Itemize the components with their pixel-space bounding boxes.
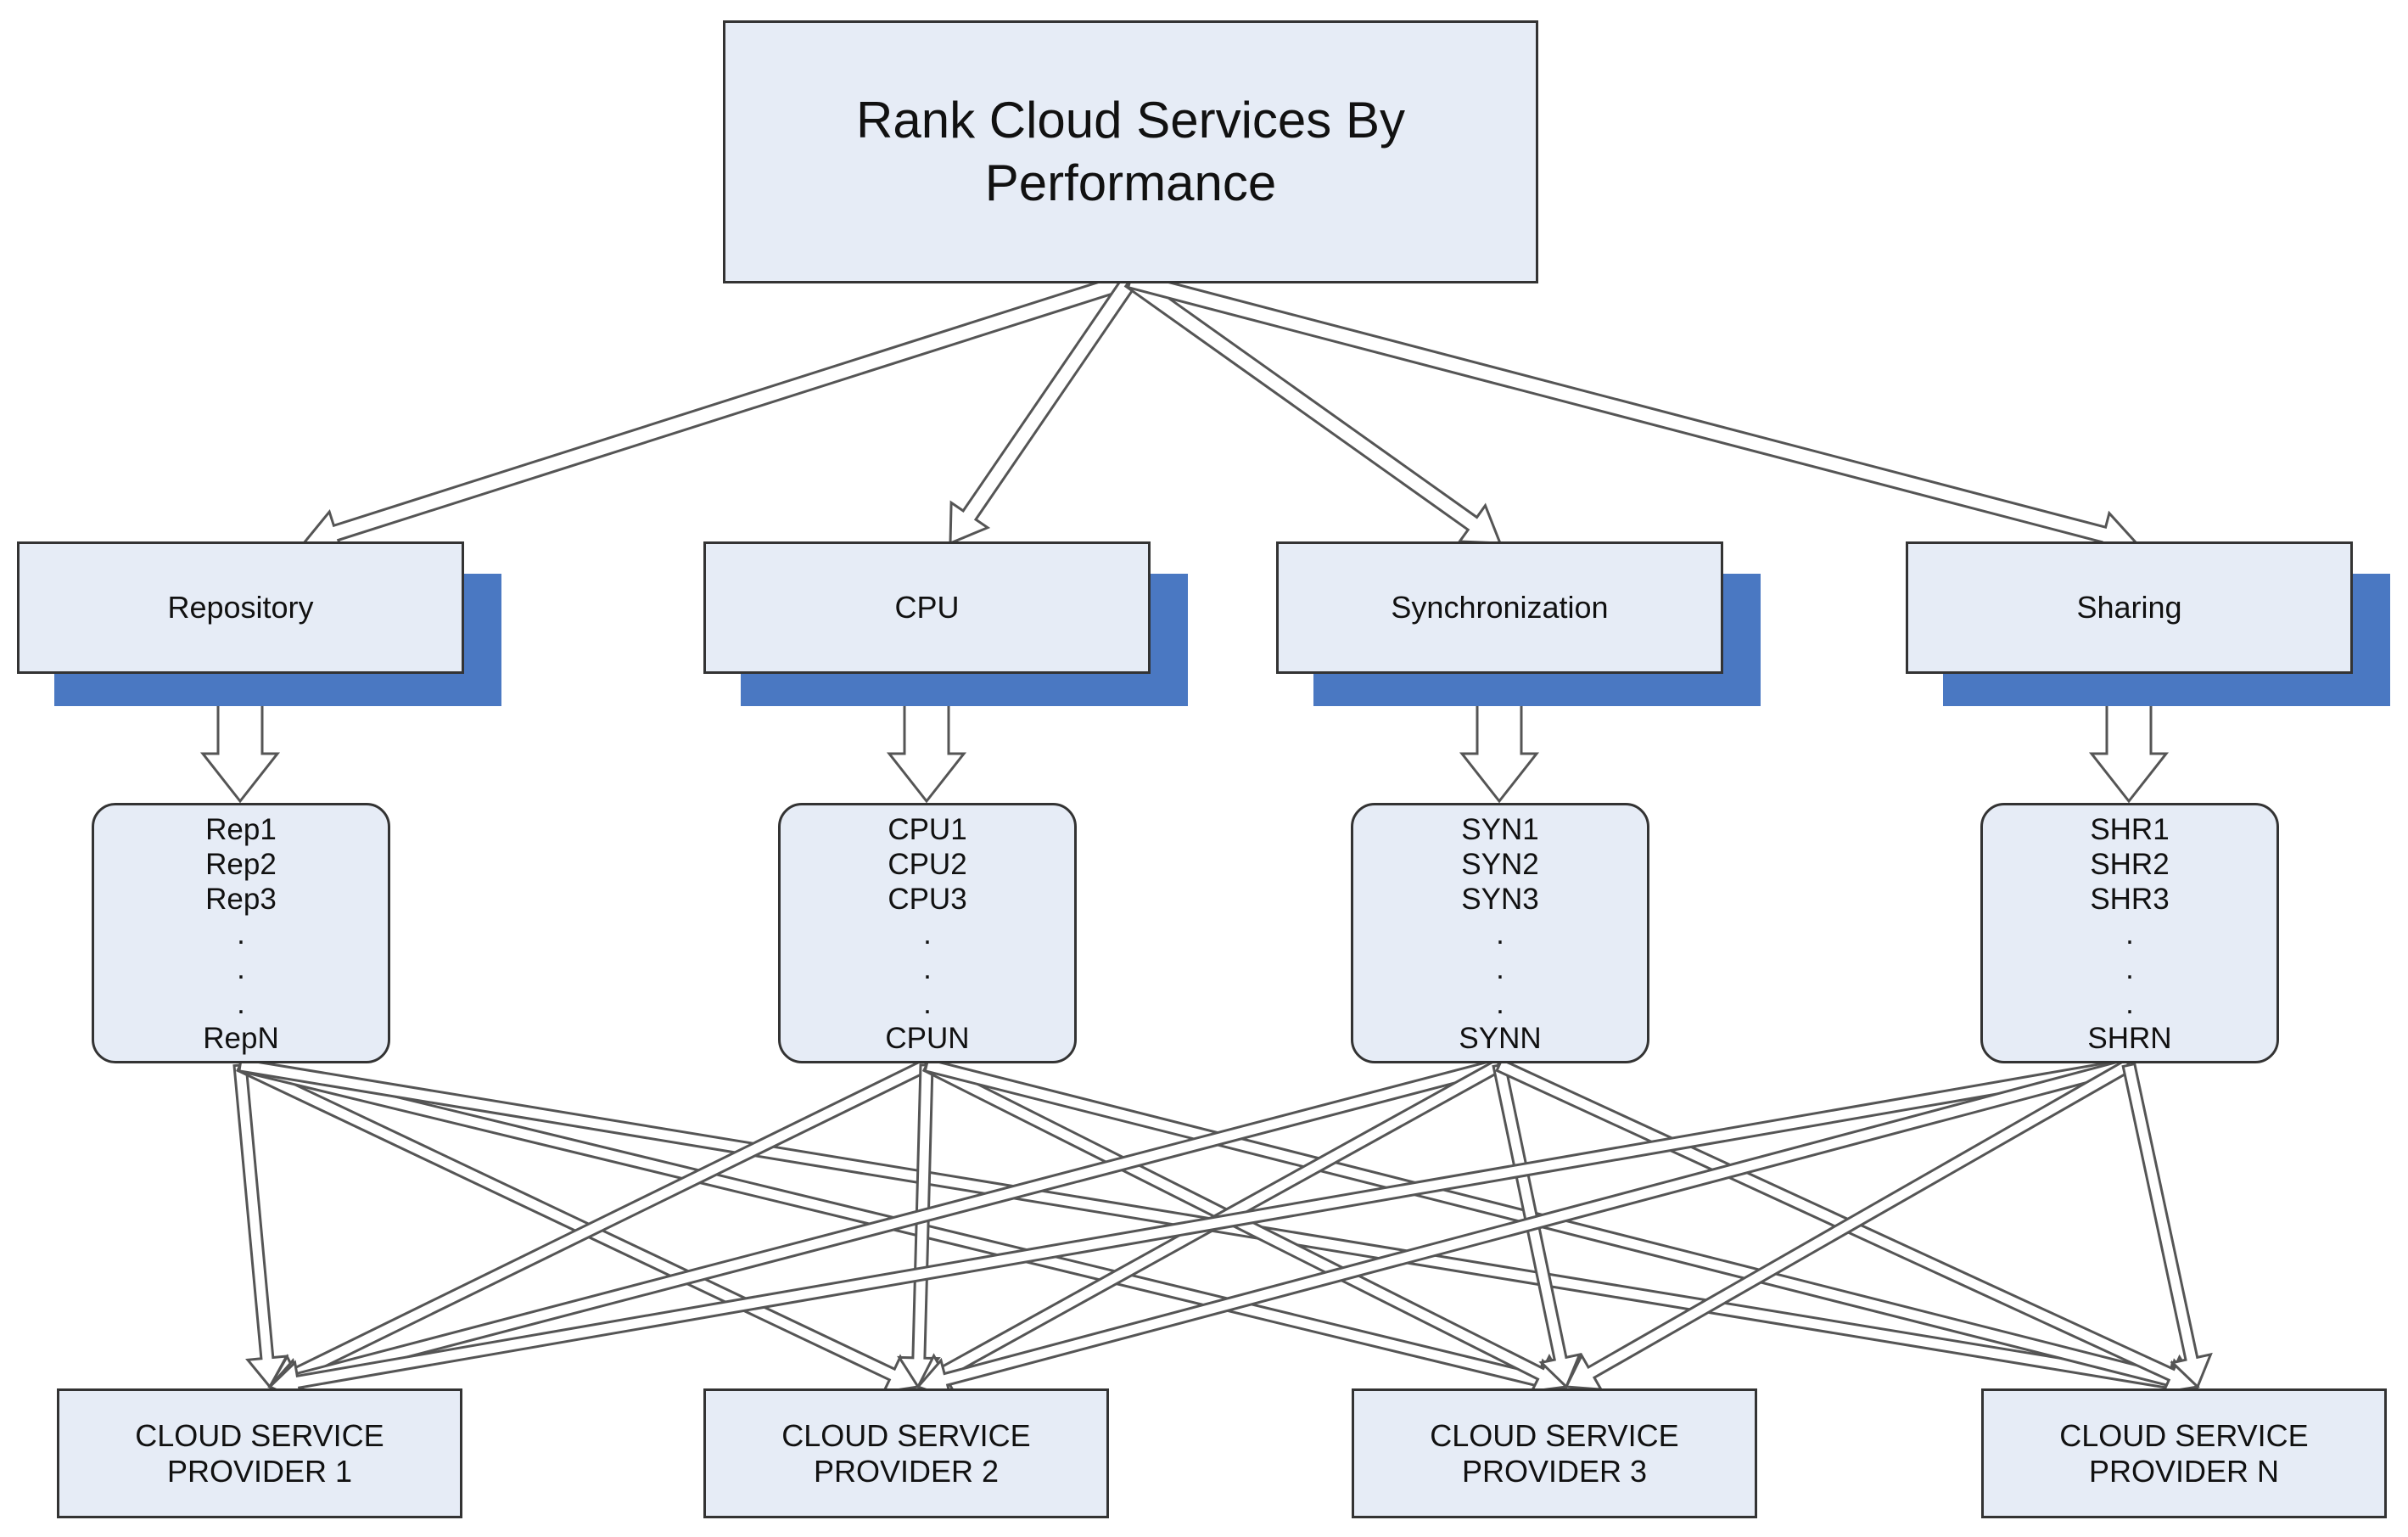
list-ellipsis: .: [1496, 917, 1504, 951]
provider-label: CLOUD SERVICE PROVIDER 1: [135, 1417, 384, 1489]
list-ellipsis: .: [2125, 952, 2134, 985]
provider-label: CLOUD SERVICE PROVIDER N: [2059, 1417, 2309, 1489]
list-box-sharing: SHR1 SHR2 SHR3 . . . SHRN: [1980, 803, 2279, 1063]
list-ellipsis: .: [237, 987, 245, 1020]
provider-box-1: CLOUD SERVICE PROVIDER 1: [57, 1388, 462, 1518]
category-box-synchronization: Synchronization: [1276, 541, 1723, 674]
provider-label: CLOUD SERVICE PROVIDER 2: [781, 1417, 1031, 1489]
list-ellipsis: .: [237, 917, 245, 951]
provider-label: CLOUD SERVICE PROVIDER 3: [1430, 1417, 1679, 1489]
list-item: CPU3: [888, 883, 967, 916]
arrow-title-to-category-2: [949, 273, 1139, 546]
list-item: SYN3: [1461, 883, 1539, 916]
arrow-title-to-category-3: [1123, 272, 1503, 545]
list-ellipsis: .: [1496, 952, 1504, 985]
list-item: SYN1: [1461, 813, 1539, 846]
arrow-title-to-category-1: [301, 271, 1134, 556]
list-item: CPUN: [885, 1022, 970, 1055]
list-item: SHR3: [2090, 883, 2170, 916]
list-item: SYN2: [1461, 848, 1539, 881]
category-box-cpu: CPU: [703, 541, 1151, 674]
provider-box-3: CLOUD SERVICE PROVIDER 3: [1352, 1388, 1757, 1518]
list-ellipsis: .: [923, 917, 932, 951]
category-box-sharing: Sharing: [1906, 541, 2353, 674]
category-label-sharing: Sharing: [2076, 590, 2182, 625]
list-ellipsis: .: [923, 952, 932, 985]
provider-box-n: CLOUD SERVICE PROVIDER N: [1981, 1388, 2387, 1518]
list-item: SHR1: [2090, 813, 2170, 846]
list-item: Rep2: [205, 848, 277, 881]
list-item: CPU2: [888, 848, 967, 881]
list-item: SHRN: [2087, 1022, 2172, 1055]
arrow-list-4-to-provider-4: [2121, 1062, 2213, 1389]
category-label-synchronization: Synchronization: [1391, 590, 1609, 625]
arrow-list-2-to-provider-3: [921, 1057, 1569, 1394]
provider-box-2: CLOUD SERVICE PROVIDER 2: [703, 1388, 1109, 1518]
list-ellipsis: .: [2125, 987, 2134, 1020]
arrow-list-1-to-provider-2: [235, 1057, 921, 1394]
category-label-cpu: CPU: [894, 590, 960, 625]
list-box-cpu: CPU1 CPU2 CPU3 . . . CPUN: [778, 803, 1077, 1063]
list-ellipsis: .: [2125, 917, 2134, 951]
list-box-repository: Rep1 Rep2 Rep3 . . . RepN: [92, 803, 390, 1063]
category-label-repository: Repository: [167, 590, 314, 625]
list-ellipsis: .: [923, 987, 932, 1020]
list-item: Rep3: [205, 883, 277, 916]
list-item: CPU1: [888, 813, 967, 846]
list-ellipsis: .: [237, 952, 245, 985]
list-ellipsis: .: [1496, 987, 1504, 1020]
arrow-title-to-category-4: [1126, 271, 2139, 558]
arrow-list-1-to-provider-1: [232, 1063, 289, 1389]
title-box: Rank Cloud Services By Performance: [723, 20, 1538, 283]
arrow-list-4-to-provider-3: [1564, 1057, 2134, 1391]
category-box-repository: Repository: [17, 541, 464, 674]
list-item: SHR2: [2090, 848, 2170, 881]
title-text: Rank Cloud Services By Performance: [856, 92, 1405, 211]
list-item: Rep1: [205, 813, 277, 846]
list-item: SYNN: [1459, 1022, 1542, 1055]
list-item: RepN: [203, 1022, 279, 1055]
list-box-synchronization: SYN1 SYN2 SYN3 . . . SYNN: [1351, 803, 1649, 1063]
